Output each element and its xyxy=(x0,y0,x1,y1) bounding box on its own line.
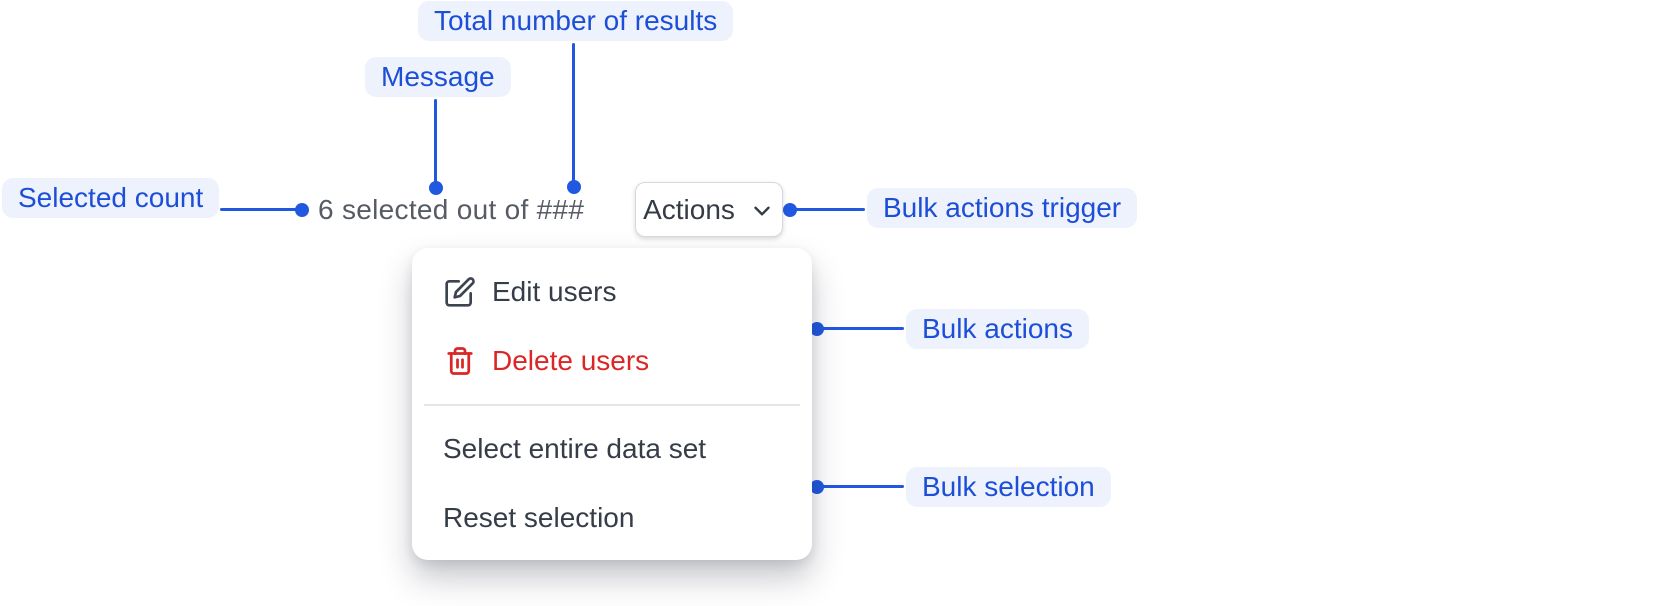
connector-line-bulk-selection xyxy=(822,485,904,488)
annotation-bulk-selection: Bulk selection xyxy=(906,467,1111,507)
connector-dot-bulk-actions-trigger xyxy=(783,203,797,217)
menu-item-reset-selection[interactable]: Reset selection xyxy=(412,483,812,552)
menu-item-edit-users[interactable]: Edit users xyxy=(412,258,812,327)
bulk-actions-menu: Edit users Delete users Select entire da… xyxy=(412,248,812,560)
menu-item-label: Select entire data set xyxy=(443,433,707,465)
menu-item-select-entire-data-set[interactable]: Select entire data set xyxy=(412,415,812,484)
annotation-total-results: Total number of results xyxy=(418,1,734,41)
bulk-actions-trigger-button[interactable]: Actions xyxy=(635,182,783,237)
menu-divider xyxy=(424,404,800,406)
chevron-down-icon xyxy=(749,195,775,224)
trash-icon xyxy=(443,346,477,376)
menu-item-label: Reset selection xyxy=(443,501,635,533)
menu-item-label: Delete users xyxy=(492,344,650,376)
connector-line-total-results xyxy=(572,43,575,182)
connector-dot-total-results xyxy=(567,180,581,194)
menu-item-delete-users[interactable]: Delete users xyxy=(412,327,812,396)
annotation-bulk-actions: Bulk actions xyxy=(906,309,1089,349)
connector-dot-message xyxy=(429,181,443,195)
connector-line-message xyxy=(434,99,437,183)
actions-button-label: Actions xyxy=(643,193,735,225)
connector-line-selected-count xyxy=(220,208,298,211)
connector-line-bulk-actions-trigger xyxy=(795,208,865,211)
connector-dot-selected-count xyxy=(295,203,309,217)
connector-dot-bulk-selection xyxy=(810,480,824,494)
annotation-message: Message xyxy=(365,57,511,97)
menu-item-label: Edit users xyxy=(492,276,617,308)
connector-dot-bulk-actions xyxy=(810,322,824,336)
connector-line-bulk-actions xyxy=(822,327,904,330)
selection-message: 6 selected out of ### xyxy=(318,194,585,225)
annotation-bulk-actions-trigger: Bulk actions trigger xyxy=(867,188,1138,228)
edit-icon xyxy=(443,276,477,308)
annotation-selected-count: Selected count xyxy=(2,178,220,218)
